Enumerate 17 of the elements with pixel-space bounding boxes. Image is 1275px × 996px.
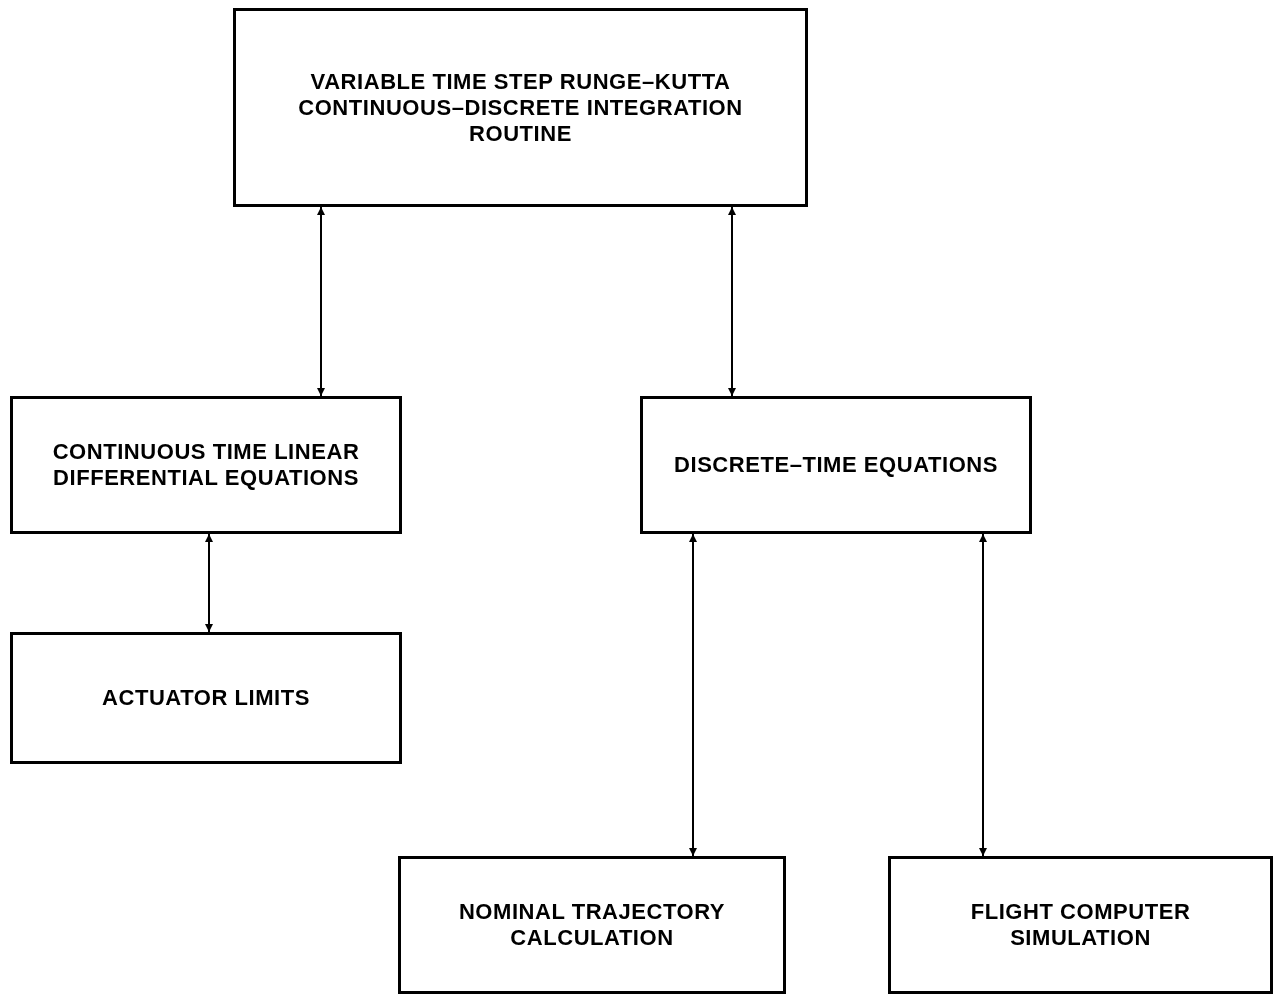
double-arrow [728, 206, 736, 397]
box-text: ACTUATOR LIMITS [102, 685, 310, 711]
process-box [10, 396, 402, 534]
process-box [233, 8, 808, 207]
box-text: CONTINUOUS TIME LINEAR DIFFERENTIAL EQUATIONS [51, 439, 361, 491]
double-arrow [979, 533, 987, 857]
process-box [640, 396, 1032, 534]
box-text: DISCRETE–TIME EQUATIONS [674, 452, 998, 478]
box-text: VARIABLE TIME STEP RUNGE–KUTTA CONTINUOUS–DISCRETE INTEGRATION ROUTINE [297, 68, 744, 147]
box-text: NOMINAL TRAJECTORY CALCULATION [457, 899, 727, 951]
double-arrow [689, 533, 697, 857]
process-box [10, 632, 402, 764]
box-text: FLIGHT COMPUTER SIMULATION [969, 899, 1192, 951]
process-box [398, 856, 786, 994]
double-arrow [317, 206, 325, 397]
double-arrow [205, 533, 213, 633]
process-box [888, 856, 1273, 994]
